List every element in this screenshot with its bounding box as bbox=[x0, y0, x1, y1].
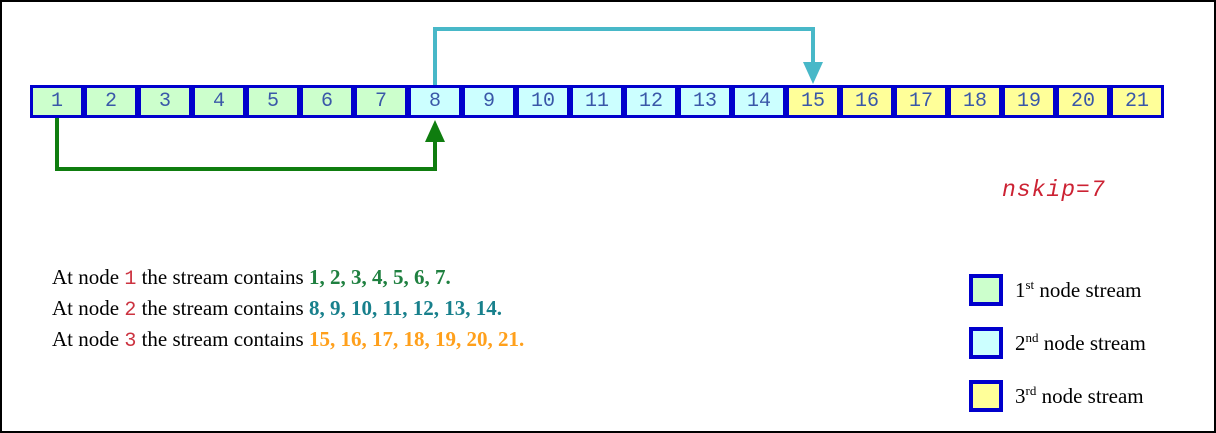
statement-number-list: 15, 16, 17, 18, 19, 20, 21. bbox=[308, 327, 525, 351]
statement-prefix: At node bbox=[52, 265, 125, 289]
stream-cell-4: 4 bbox=[192, 85, 246, 118]
statement-prefix: At node bbox=[52, 296, 125, 320]
cyan-arrow-segment-vertical-left bbox=[433, 27, 437, 85]
green-arrow-segment-vertical-right bbox=[433, 140, 437, 171]
stream-cell-10: 10 bbox=[516, 85, 570, 118]
legend-item: 3rd node stream bbox=[969, 379, 1146, 412]
statement-node-number: 1 bbox=[124, 268, 137, 291]
statement-middle: the stream contains bbox=[136, 265, 309, 289]
stream-cell-11: 11 bbox=[570, 85, 624, 118]
legend: 1st node stream 2nd node stream 3rd node… bbox=[969, 273, 1146, 431]
stream-cell-12: 12 bbox=[624, 85, 678, 118]
stream-cell-13: 13 bbox=[678, 85, 732, 118]
cyan-arrowhead-down-icon bbox=[803, 62, 823, 84]
stream-cell-14: 14 bbox=[732, 85, 786, 118]
stream-cell-1: 1 bbox=[30, 85, 84, 118]
stream-cell-20: 20 bbox=[1056, 85, 1110, 118]
legend-swatch bbox=[969, 273, 1003, 306]
statement-line: At node 1 the stream contains 1, 2, 3, 4… bbox=[52, 263, 524, 294]
stream-cell-2: 2 bbox=[84, 85, 138, 118]
statement-prefix: At node bbox=[52, 327, 125, 351]
stream-cell-16: 16 bbox=[840, 85, 894, 118]
legend-item: 2nd node stream bbox=[969, 326, 1146, 359]
stream-cell-21: 21 bbox=[1110, 85, 1164, 118]
legend-swatch bbox=[969, 379, 1003, 412]
green-arrow-segment-vertical-left bbox=[55, 118, 59, 171]
stream-cell-5: 5 bbox=[246, 85, 300, 118]
statement-line: At node 2 the stream contains 8, 9, 10, … bbox=[52, 294, 524, 325]
statement-number-list: 1, 2, 3, 4, 5, 6, 7. bbox=[308, 265, 451, 289]
statement-middle: the stream contains bbox=[136, 296, 309, 320]
legend-item: 1st node stream bbox=[969, 273, 1146, 306]
cyan-arrow-segment-horizontal bbox=[433, 27, 815, 31]
stream-cell-15: 15 bbox=[786, 85, 840, 118]
stream-cell-6: 6 bbox=[300, 85, 354, 118]
stream-cell-19: 19 bbox=[1002, 85, 1056, 118]
node-stream-statements: At node 1 the stream contains 1, 2, 3, 4… bbox=[52, 263, 524, 356]
statement-line: At node 3 the stream contains 15, 16, 17… bbox=[52, 325, 524, 356]
statement-node-number: 3 bbox=[124, 330, 137, 353]
stream-cell-9: 9 bbox=[462, 85, 516, 118]
legend-swatch bbox=[969, 326, 1003, 359]
green-arrowhead-up-icon bbox=[425, 120, 445, 142]
statement-middle: the stream contains bbox=[136, 327, 309, 351]
cyan-arrow-segment-vertical-right bbox=[811, 27, 815, 63]
stream-cell-7: 7 bbox=[354, 85, 408, 118]
stream-cell-3: 3 bbox=[138, 85, 192, 118]
statement-node-number: 2 bbox=[124, 299, 137, 322]
green-arrow-segment-horizontal bbox=[55, 167, 437, 171]
stream-cell-18: 18 bbox=[948, 85, 1002, 118]
legend-label: 2nd node stream bbox=[1015, 329, 1146, 355]
stream-cell-17: 17 bbox=[894, 85, 948, 118]
stream-cell-8: 8 bbox=[408, 85, 462, 118]
statement-number-list: 8, 9, 10, 11, 12, 13, 14. bbox=[308, 296, 503, 320]
nskip-label: nskip=7 bbox=[1002, 177, 1106, 203]
legend-label: 3rd node stream bbox=[1015, 382, 1144, 408]
legend-label: 1st node stream bbox=[1015, 276, 1142, 302]
